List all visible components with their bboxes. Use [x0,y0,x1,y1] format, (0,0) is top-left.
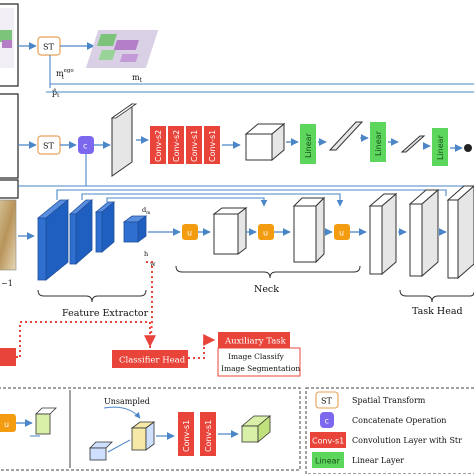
svg-text:Conv-s1: Conv-s1 [208,130,217,162]
svg-text:u: u [4,420,9,429]
svg-text:ST: ST [43,142,54,151]
upsample-op-1 [182,224,198,240]
left-index-label: −1 [1,279,13,288]
head-slab-3 [446,185,474,280]
svg-text:Conv-s2: Conv-s2 [172,130,181,162]
concat-op-mid [78,136,94,154]
feature-slab [111,103,133,177]
auxiliary-branch: Classifier Head Auxiliary Task Image Cla… [0,261,301,377]
linear-block-3: Linear [432,128,448,166]
svg-text:Conv-s1: Conv-s1 [190,130,199,162]
row-backbone: dm h w u u u [18,185,474,319]
auxiliary-task-detail [217,347,301,377]
dim-h: h [144,250,148,258]
linear-block-1: Linear [300,124,316,164]
bev-map-image [85,30,159,68]
conv-s1-block-1: Conv-s1 [186,126,202,164]
linear-block-2: Linear [370,122,386,162]
svg-text:u: u [263,229,268,238]
svg-text:Conv-s1: Conv-s1 [312,437,344,446]
dim-dm: dm [142,206,151,216]
head-slab-1 [368,192,398,276]
feature-extractor-blocks [36,199,148,281]
head-slab-2 [408,188,440,278]
svg-text:Linear: Linear [304,132,313,158]
legend: ST Spatial Transform c Concatenate Opera… [305,387,474,474]
input-panels: −1 [0,3,19,288]
neck-slab-2 [292,196,326,264]
row-prediction: ST c Conv-s2 Conv-s2 Conv-s1 Conv-s1 [18,103,474,187]
neck-label: Neck [254,284,279,295]
small-feature-block [89,441,113,449]
left-red-box [0,348,16,366]
auxiliary-task-box [218,332,290,348]
svg-text:Auxiliary Task: Auxiliary Task [224,337,287,347]
vector-bar-small [400,135,426,153]
task-head-label: Task Head [412,306,463,317]
neck-slab-1 [212,207,248,255]
svg-text:Concatenate Operation: Concatenate Operation [352,416,446,425]
svg-text:Linear: Linear [374,130,383,156]
svg-text:Conv-s2: Conv-s2 [154,130,163,162]
upsample-detail-panel: u Unsampled Conv-s1 Conv-s1 [0,387,301,471]
vector-bar [328,121,364,151]
legend-item-st: ST Spatial Transform [315,391,426,409]
feature-extractor-label: Feature Extractor [62,308,149,319]
svg-text:Conv-s1: Conv-s1 [182,420,191,452]
upsample-op-3 [334,224,350,240]
detail-conv-s1-2: Conv-s1 [200,412,216,456]
svg-text:Linear: Linear [436,134,445,160]
svg-text:Linear: Linear [315,457,341,466]
svg-text:Conv-s1: Conv-s1 [204,420,213,452]
svg-text:ST: ST [321,397,332,406]
conv-s2-block-2: Conv-s2 [168,126,184,164]
upsample-op-2 [258,224,274,240]
aux-image-segmentation: Image Segmentation [221,364,300,373]
legend-item-concat: c Concatenate Operation [320,412,446,428]
conv-s2-block-1: Conv-s2 [150,126,166,164]
dim-w: w [150,260,156,268]
svg-text:Linear Layer: Linear Layer [352,456,404,465]
classifier-head [112,350,188,368]
svg-text:u: u [339,229,344,238]
svg-text:Convolution Layer with Str: Convolution Layer with Str [352,436,462,445]
svg-text:c: c [325,417,329,426]
detail-conv-s1-1: Conv-s1 [178,412,194,456]
svg-text:Spatial Transform: Spatial Transform [352,396,426,405]
p-hat-label: p̂t [52,88,60,99]
feature-cube [244,122,286,162]
svg-text:Classifier Head: Classifier Head [119,356,186,366]
legend-item-linear: Linear Linear Layer [312,452,404,468]
aux-image-classify: Image Classify [228,352,285,361]
svg-text:u: u [187,229,192,238]
svg-text:c: c [83,142,87,151]
svg-text:ST: ST [43,43,54,52]
conv-s1-block-2: Conv-s1 [204,126,220,164]
m-t-label: mt [132,73,143,84]
legend-item-conv: Conv-s1 Convolution Layer with Str [310,432,462,448]
unsampled-label: Unsampled [104,397,150,406]
